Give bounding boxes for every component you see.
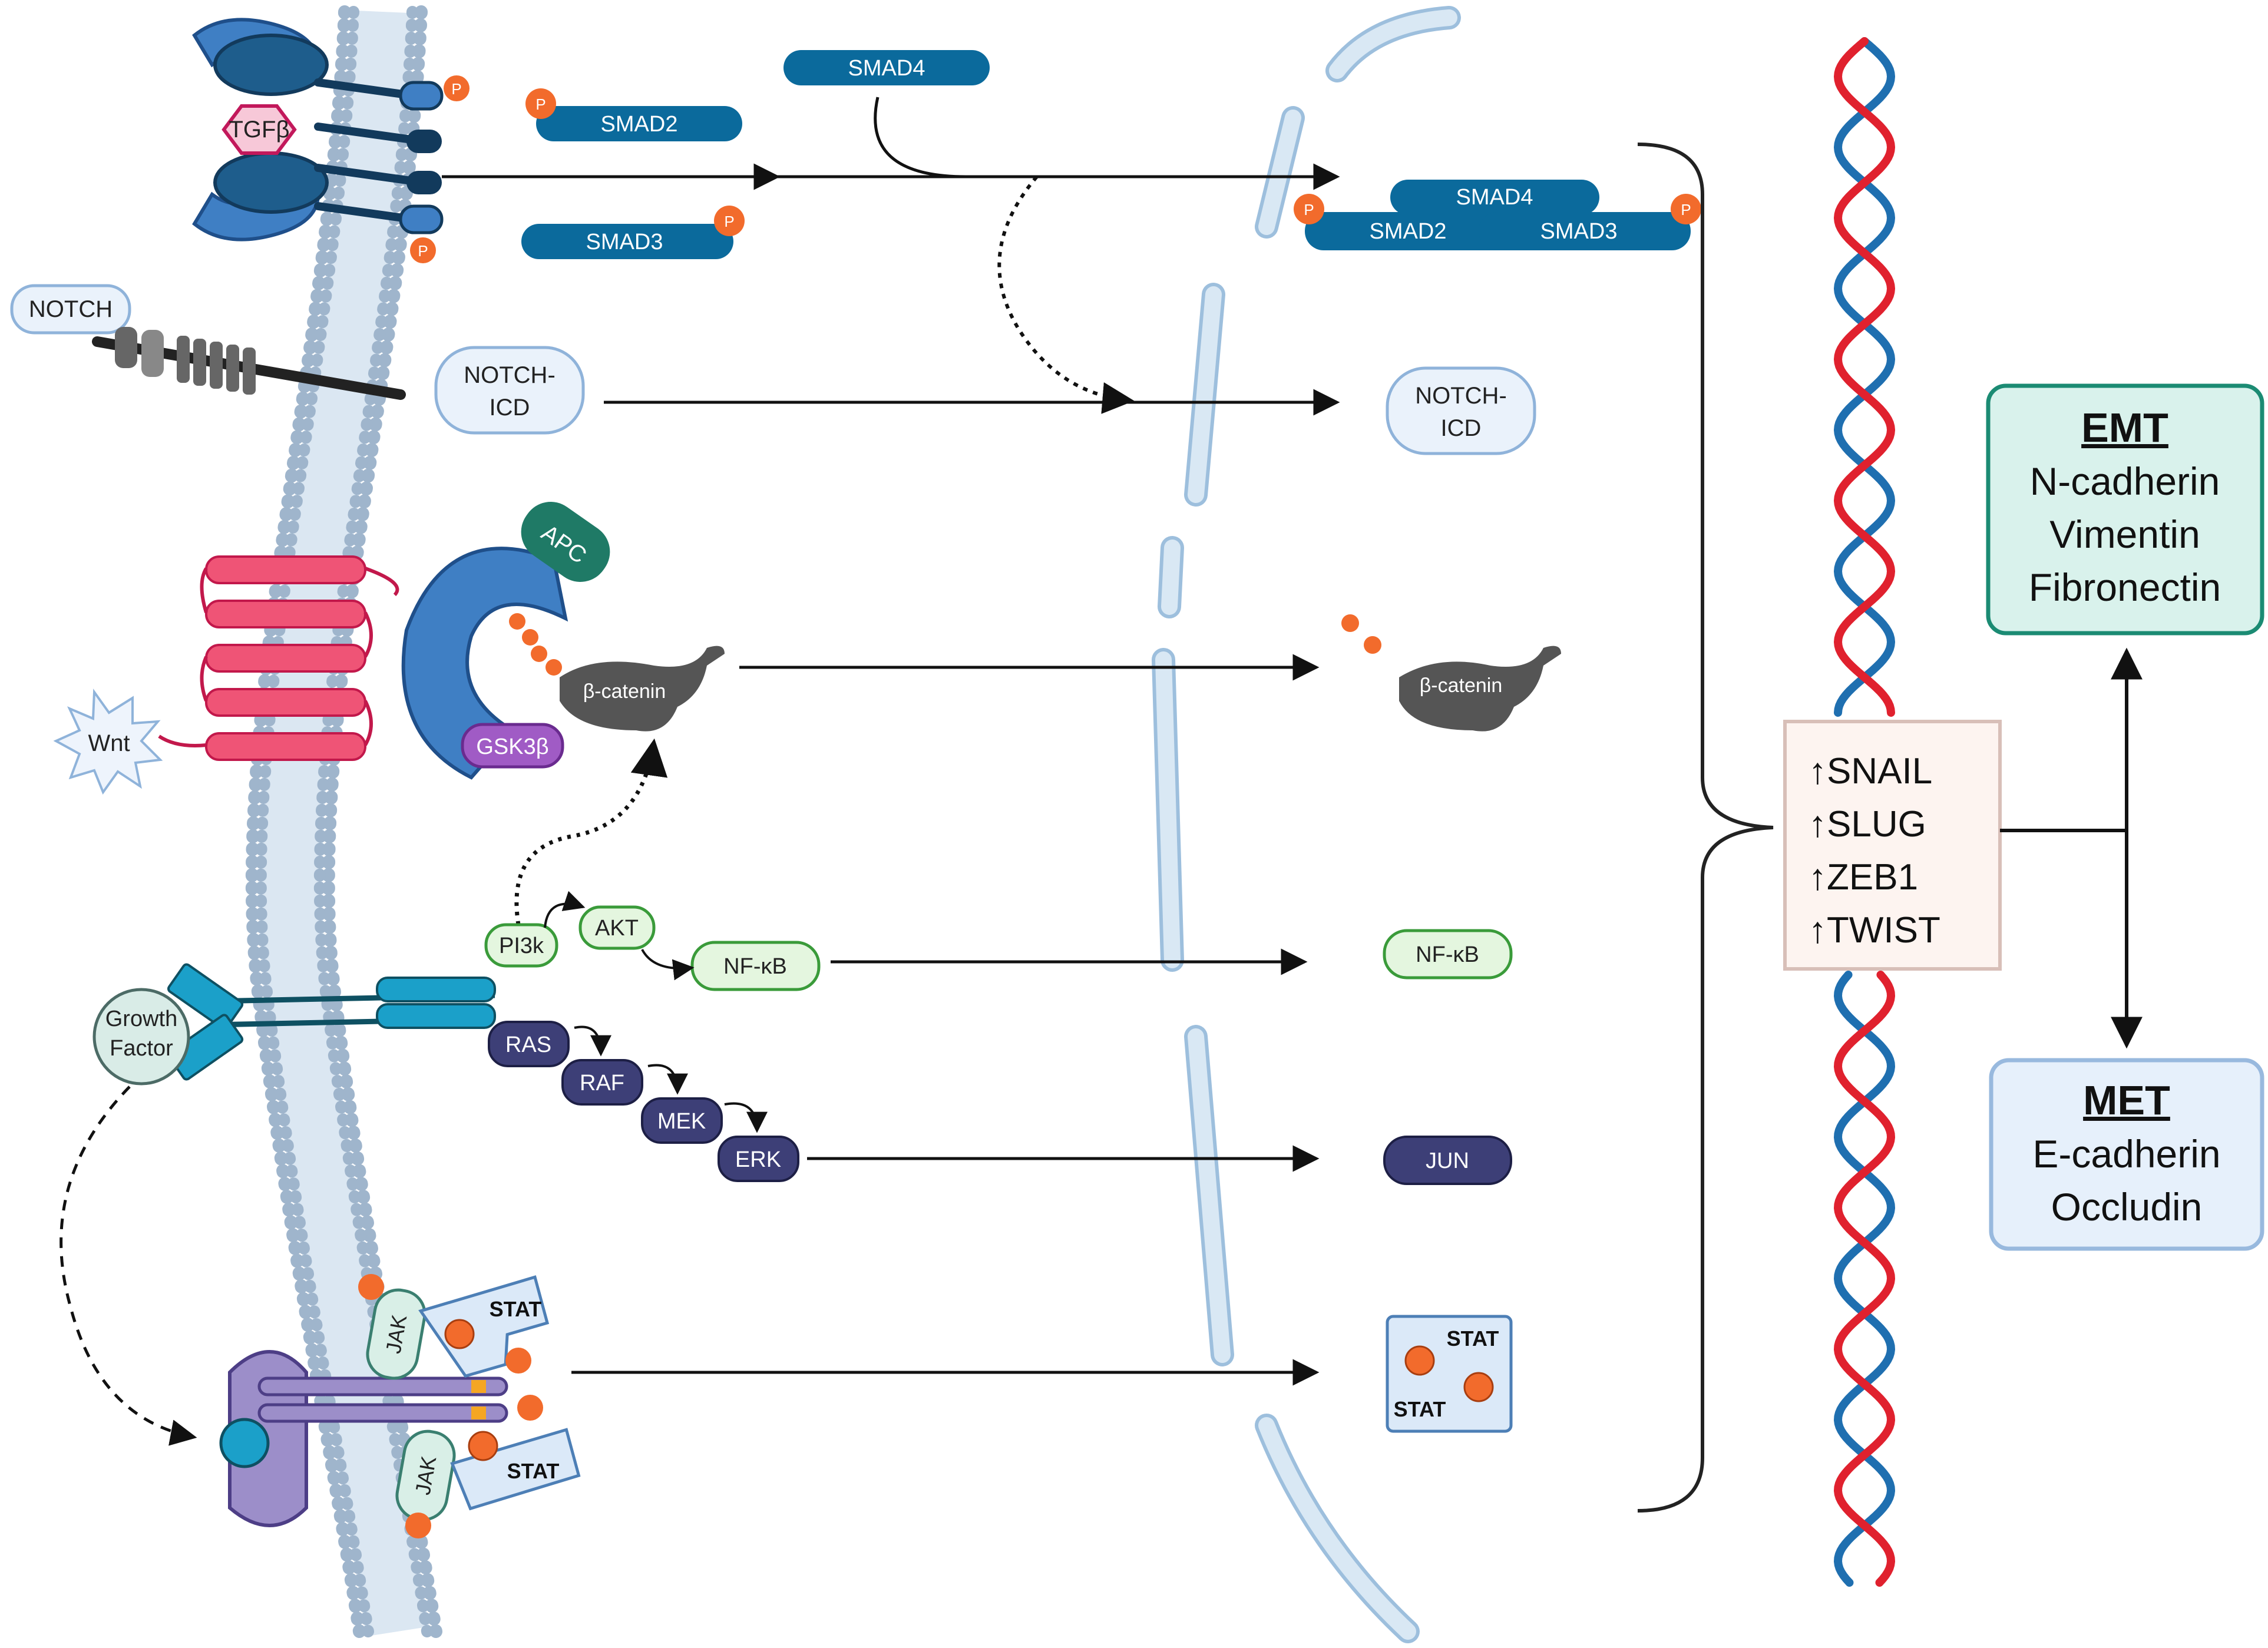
- emt-box: EMT N-cadherin Vimentin Fibronectin: [1986, 383, 2264, 636]
- notch-icd-nuclear-label: NOTCH-: [1415, 383, 1507, 409]
- met-title: MET: [2083, 1077, 2170, 1123]
- growth-factor-label: Growth: [105, 1007, 177, 1031]
- jak-stat-pathway: JAK JAK STAT STAT STAT STAT: [219, 1274, 1513, 1538]
- wnt-ligand: [53, 689, 163, 795]
- notch-pathway: NOTCH NOTCH- ICD NOTCH- ICD: [10, 284, 1536, 455]
- tf-item: ↑ZEB1: [1809, 857, 1918, 898]
- mek-label: MEK: [657, 1109, 706, 1134]
- tgfb-receptor: P P TGFβ: [192, 18, 470, 263]
- smad-complex: SMAD4 SMAD2 SMAD3 P P: [1294, 180, 1701, 250]
- phospho-label: P: [724, 213, 734, 230]
- tgfb-ligand: [221, 104, 297, 155]
- erk-label: ERK: [735, 1147, 781, 1172]
- dna-helix: [1833, 37, 1896, 1587]
- phospho-label: P: [1681, 201, 1691, 219]
- nuclear-membrane: [1152, 6, 1461, 1643]
- mapk-cascade: RAS RAF MEK ERK JUN: [488, 1021, 1512, 1185]
- emt-met-connector: [2000, 647, 2143, 1049]
- pi3k-label: PI3k: [499, 934, 544, 958]
- growth-factor-receptor: Growth Factor: [59, 963, 496, 1446]
- wnt-pathway: Wnt APC GSK3β β-catenin β-catenin: [53, 502, 1561, 795]
- smad4-label: SMAD4: [848, 56, 925, 81]
- raf-label: RAF: [580, 1071, 624, 1096]
- tf-item: ↑SNAIL: [1809, 751, 1932, 792]
- akt-label: AKT: [595, 916, 639, 941]
- dna-strand: [1833, 971, 1896, 1587]
- axin-complex: [401, 547, 568, 780]
- stat-label: STAT: [490, 1297, 542, 1321]
- phospho-label: P: [418, 242, 428, 260]
- phospho-label: P: [535, 95, 545, 113]
- tf-item: ↑TWIST: [1809, 910, 1940, 951]
- beta-catenin-label: β-catenin: [583, 680, 666, 703]
- ras-label: RAS: [505, 1033, 551, 1057]
- smad4-nuclear-label: SMAD4: [1456, 185, 1533, 210]
- beta-catenin-nuclear-shape: [1399, 646, 1561, 732]
- gsk3b-label: GSK3β: [476, 734, 548, 759]
- phospho-label: P: [451, 80, 461, 98]
- stat-nuclear-label: STAT: [1447, 1326, 1499, 1351]
- beta-catenin-nuclear-label: β-catenin: [1420, 674, 1503, 697]
- smad2-nuclear-label: SMAD2: [1370, 219, 1447, 244]
- nfkb-nuclear-label: NF-κB: [1416, 942, 1479, 967]
- emt-title: EMT: [2081, 405, 2168, 451]
- emt-marker: Vimentin: [2049, 512, 2200, 556]
- beta-catenin-shape: [560, 646, 725, 732]
- notch-icd-label: ICD: [490, 395, 530, 421]
- phospho-label: P: [1304, 201, 1314, 219]
- jun-label: JUN: [1426, 1149, 1469, 1173]
- notch-icd-nuclear-label: ICD: [1441, 415, 1482, 441]
- tgfb-label: TGFβ: [229, 117, 290, 143]
- notch-label: NOTCH: [29, 296, 113, 322]
- emt-marker: N-cadherin: [2030, 459, 2220, 503]
- dna-strand: [1833, 971, 1896, 1587]
- smad3-label: SMAD3: [586, 230, 663, 254]
- notch-icd-label: NOTCH-: [464, 362, 556, 388]
- transcription-factor-box: ↑SNAIL ↑SLUG ↑ZEB1 ↑TWIST: [1783, 720, 2002, 971]
- smad3-nuclear-label: SMAD3: [1540, 219, 1618, 244]
- stat-label: STAT: [507, 1459, 560, 1483]
- stat-nuclear-label: STAT: [1394, 1397, 1446, 1421]
- met-box: MET E-cadherin Occludin: [1989, 1058, 2264, 1251]
- nfkb-label: NF-κB: [723, 954, 787, 979]
- wnt-label: Wnt: [88, 730, 130, 756]
- dna-strand: [1833, 37, 1896, 717]
- dna-strand: [1833, 37, 1896, 717]
- smad2-label: SMAD2: [601, 112, 678, 137]
- growth-factor-label: Factor: [110, 1036, 173, 1061]
- tf-item: ↑SLUG: [1809, 804, 1926, 845]
- pi3k-pathway: PI3k AKT NF-κB NF-κB: [484, 738, 1513, 991]
- tgfb-arrow: [442, 97, 1340, 414]
- smad-cytoplasm: SMAD2 P SMAD4 SMAD3 P: [521, 50, 990, 259]
- met-marker: Occludin: [2051, 1185, 2203, 1229]
- apc-shape: [521, 502, 610, 582]
- met-marker: E-cadherin: [2032, 1132, 2220, 1176]
- convergence-brace: [1637, 143, 1774, 1513]
- emt-marker: Fibronectin: [2029, 565, 2221, 609]
